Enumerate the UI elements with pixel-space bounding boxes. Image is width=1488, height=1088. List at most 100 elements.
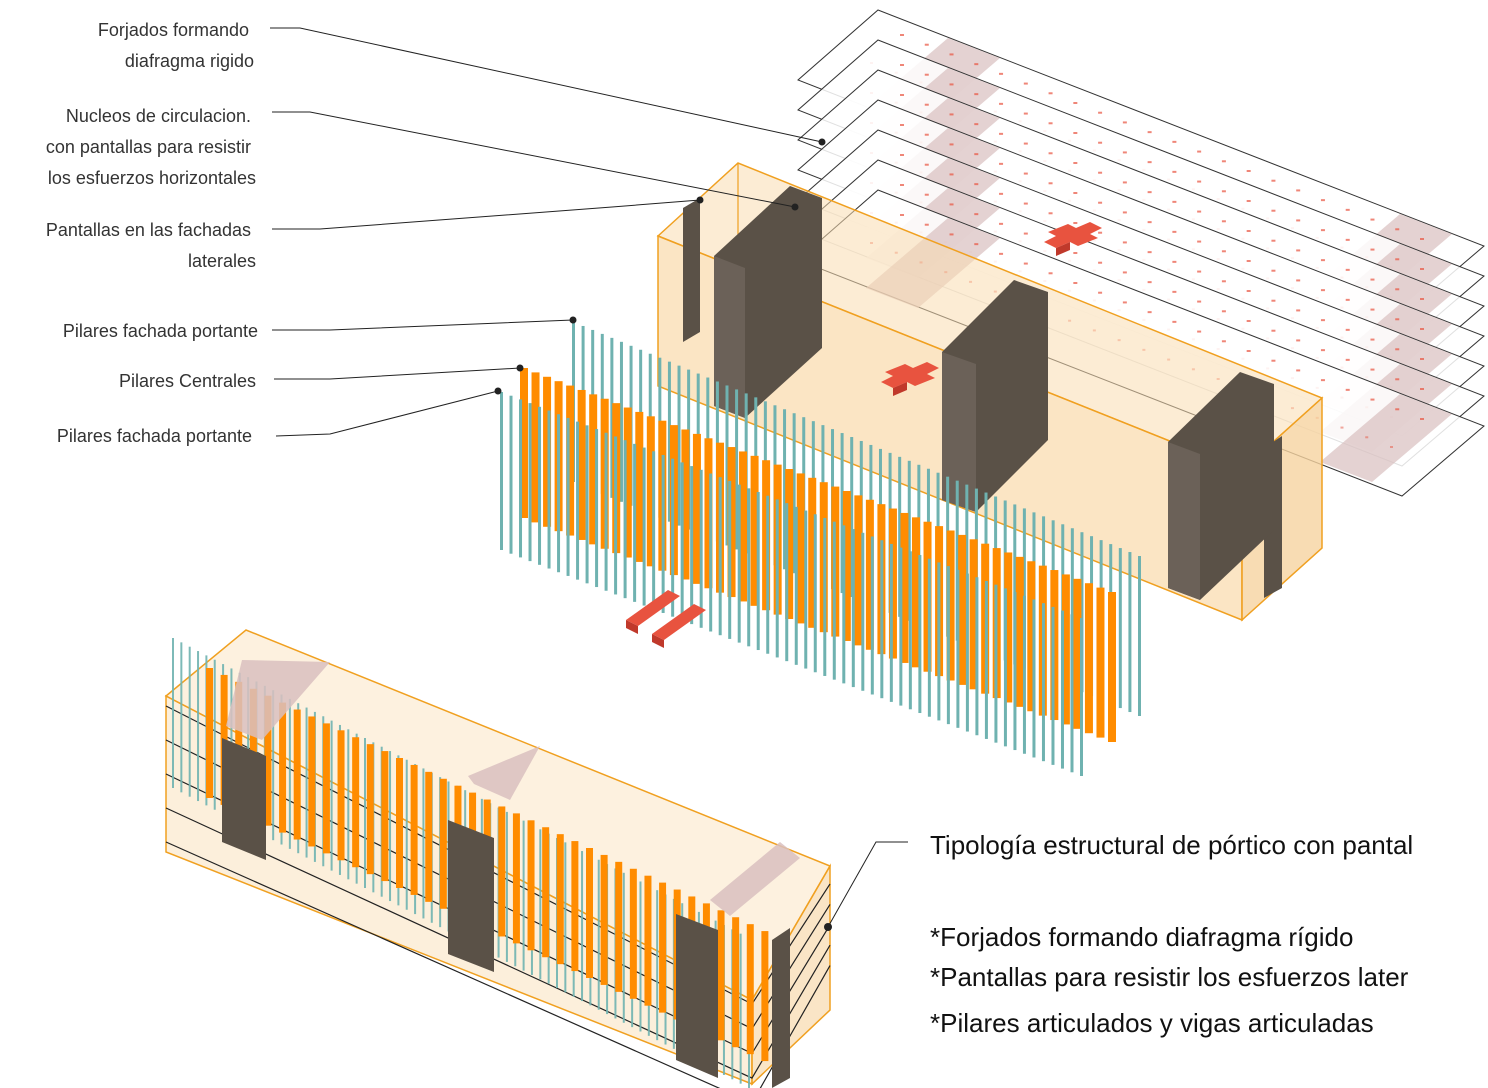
facade-column — [538, 406, 542, 565]
label-line: los esfuerzos horizontales — [48, 168, 256, 188]
facade-column — [619, 341, 623, 502]
facade-column — [667, 361, 671, 522]
central-column — [589, 394, 598, 545]
core-slab — [710, 842, 800, 916]
label-pilares-fachada-1: Pilares fachada portante — [63, 321, 258, 341]
central-column — [785, 469, 794, 620]
central-column — [1084, 583, 1093, 734]
leader-dots — [494, 138, 832, 931]
label-line: Pilares fachada portante — [63, 321, 258, 341]
columns-field — [500, 322, 1141, 776]
facade-column — [937, 562, 941, 721]
facade-column — [737, 484, 741, 643]
core-slab — [226, 660, 330, 740]
facade-column — [652, 451, 656, 610]
label-forjados: Forjados formando diafragma rigido — [98, 20, 254, 71]
label-line: diafragma rigido — [125, 51, 254, 71]
central-column — [1061, 574, 1070, 725]
central-column — [796, 473, 805, 624]
facade-column — [1051, 606, 1055, 765]
central-column — [842, 490, 851, 641]
facade-column — [984, 580, 988, 739]
label-line: laterales — [188, 251, 256, 271]
central-column — [571, 841, 579, 972]
facade-column — [564, 842, 567, 993]
screen-wall — [676, 914, 718, 1078]
central-column — [750, 455, 759, 606]
facade-column — [519, 399, 523, 558]
facade-column — [680, 462, 684, 621]
facade-column — [690, 466, 694, 625]
facade-column — [783, 409, 787, 570]
central-column — [425, 771, 433, 902]
facade-column — [965, 484, 969, 645]
central-column — [600, 854, 608, 985]
facade-column — [677, 365, 681, 526]
cross-arrow-icon — [1044, 222, 1102, 248]
facade-column — [305, 707, 308, 858]
facade-column — [1041, 603, 1045, 762]
central-column — [739, 451, 748, 602]
central-column — [1004, 552, 1013, 703]
facade-column — [509, 395, 513, 554]
facade-column — [927, 558, 931, 717]
central-column — [381, 751, 389, 882]
facade-column — [747, 488, 751, 647]
caption-bullet: *Forjados formando diafragma rígido — [930, 922, 1353, 952]
leader-lines — [270, 27, 908, 928]
facade-column — [330, 720, 333, 871]
screen-wall — [222, 738, 266, 860]
facade-column — [775, 499, 779, 658]
central-column — [566, 385, 575, 536]
facade-column — [585, 425, 589, 584]
facade-column — [1022, 595, 1026, 754]
central-column — [396, 758, 403, 888]
circulation-core-1 — [714, 186, 822, 418]
central-column — [293, 709, 301, 840]
facade-column — [622, 872, 625, 1023]
facade-column — [870, 536, 874, 695]
facade-column — [288, 698, 291, 849]
facade-column — [965, 573, 969, 732]
facade-column — [581, 851, 584, 1002]
facade-column — [213, 659, 216, 810]
central-column — [586, 848, 593, 978]
central-column — [206, 668, 213, 798]
core-volume — [656, 162, 1324, 622]
central-column — [629, 868, 637, 999]
facade-column — [880, 540, 884, 699]
central-column — [727, 447, 736, 598]
central-column — [322, 723, 330, 854]
facade-column — [1013, 592, 1017, 751]
central-column — [1027, 561, 1036, 712]
central-column — [888, 508, 897, 659]
label-nucleos: Nucleos de circulacion. con pantallas pa… — [46, 106, 256, 188]
facade-column — [661, 454, 665, 613]
central-column — [1015, 556, 1024, 707]
central-column — [512, 813, 520, 944]
facade-column — [566, 417, 570, 576]
floor-line — [165, 807, 831, 1079]
central-column — [623, 407, 632, 558]
central-column — [1096, 587, 1105, 738]
facade-column — [1003, 588, 1007, 747]
caption-bullet: *Pantallas para resistir los esfuerzos l… — [930, 962, 1409, 992]
facade-column — [656, 890, 659, 1041]
facade-column — [823, 517, 827, 676]
central-column — [900, 512, 909, 663]
facade-column — [633, 443, 637, 602]
central-column — [854, 495, 863, 646]
central-column — [762, 460, 771, 611]
facade-column — [1138, 556, 1141, 716]
facade-column — [756, 492, 760, 651]
facade-column — [718, 477, 722, 636]
facade-column — [918, 555, 922, 714]
facade-column — [197, 651, 200, 802]
central-column — [717, 910, 725, 1041]
facade-column — [850, 437, 854, 598]
label-pilares-centrales: Pilares Centrales — [119, 371, 256, 391]
facade-column — [505, 811, 508, 962]
floor-line — [165, 841, 831, 1088]
facade-column — [188, 646, 191, 797]
